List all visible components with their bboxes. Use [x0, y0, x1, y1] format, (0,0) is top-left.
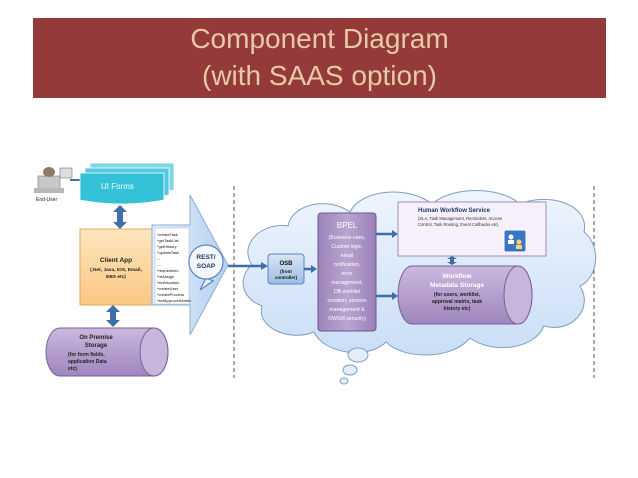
bpel-to-workflow-arrow [376, 230, 398, 238]
bpel-line: management, [331, 280, 363, 286]
slide-title-line-2: (with SAAS option) [202, 60, 437, 91]
client-app-title: Client App [100, 257, 132, 264]
api-item: *createProcess [157, 292, 184, 297]
workflow-storage-double-arrow [447, 256, 457, 265]
end-user-icon [34, 167, 73, 193]
client-app-line-1: (.Net, Java, IOS, Email, [90, 267, 142, 273]
on-premise-line-3: (for form fields, [68, 352, 105, 358]
api-item: *setApproverMatrix [157, 298, 191, 303]
api-item: *getTaskList [157, 238, 179, 243]
bpel-box [317, 212, 377, 332]
rest-soap-line-1: REST/ [196, 254, 215, 261]
on-premise-line-5: etc) [68, 366, 77, 372]
bpel-line: email [341, 253, 353, 259]
human-workflow-title: Human Workflow Service [418, 208, 491, 214]
api-item: *updateTask [157, 250, 179, 255]
end-user-label: End-User [36, 197, 57, 203]
workflow-storage-cylinder [397, 265, 533, 325]
api-to-osb-arrow [228, 262, 268, 270]
api-item: *getHistory [157, 244, 177, 249]
api-item: *setVacation [157, 280, 179, 285]
human-workflow-line-2: Control, Task Routing, Event Callbacks e… [418, 222, 499, 227]
api-item: *requestInfo [157, 268, 179, 273]
api-item: *createUser [157, 286, 179, 291]
client-app-line-2: EBS etc) [106, 274, 126, 280]
workflow-storage-line: approval matrix, task [432, 299, 482, 305]
bpel-line: creation, session [328, 298, 367, 304]
workflow-people-icon [503, 229, 527, 253]
human-workflow-line-1: (SLA, Task Management, Reminders, Access [418, 216, 502, 221]
bpel-line: DB worklist [334, 289, 360, 295]
bpel-line: error [342, 271, 353, 277]
workflow-storage-line: Metadata Storage [430, 282, 485, 289]
on-premise-storage-cylinder [45, 327, 169, 377]
client-app-box [79, 228, 153, 306]
bpel-to-storage-arrow [376, 292, 398, 300]
bpel-line: (Business rules, [329, 235, 366, 241]
osb-sub-2: controller) [275, 275, 298, 280]
osb-to-bpel-arrow [304, 265, 317, 273]
api-item: .... [157, 262, 161, 267]
on-premise-line-1: On Premise [79, 335, 113, 341]
ui-forms-label: UI Forms [101, 182, 134, 191]
osb-title: OSB [279, 261, 293, 267]
bpel-title: BPEL [337, 221, 358, 230]
slide-title-line-1: Component Diagram [190, 23, 449, 54]
ui-forms-stack [79, 162, 175, 205]
workflow-storage-line: Workflow [442, 273, 472, 280]
workflow-storage-line: history etc) [444, 306, 471, 312]
client-storage-double-arrow [106, 305, 120, 327]
rest-soap-line-2: SOAP [197, 263, 216, 270]
title-band: Component Diagram (with SAAS option) [33, 18, 606, 98]
rest-soap-bubble [188, 244, 224, 291]
api-list: *createTask *getTaskList *getHistory *up… [154, 227, 191, 305]
osb-sub-1: (front [280, 269, 292, 274]
ui-client-double-arrow [113, 205, 127, 229]
on-premise-line-2: Storage [85, 343, 108, 349]
api-item: *reAssign [157, 274, 174, 279]
api-item: *createTask [157, 232, 178, 237]
bpel-line: management & [329, 307, 365, 313]
bpel-line: OWSM security) [328, 316, 366, 322]
bpel-line: Custom logic, [331, 244, 362, 250]
workflow-storage-line: (for users, worklist, [434, 292, 481, 298]
on-premise-line-4: application Data [68, 359, 107, 365]
api-item: .... [157, 256, 161, 261]
bpel-line: notification, [334, 262, 360, 268]
